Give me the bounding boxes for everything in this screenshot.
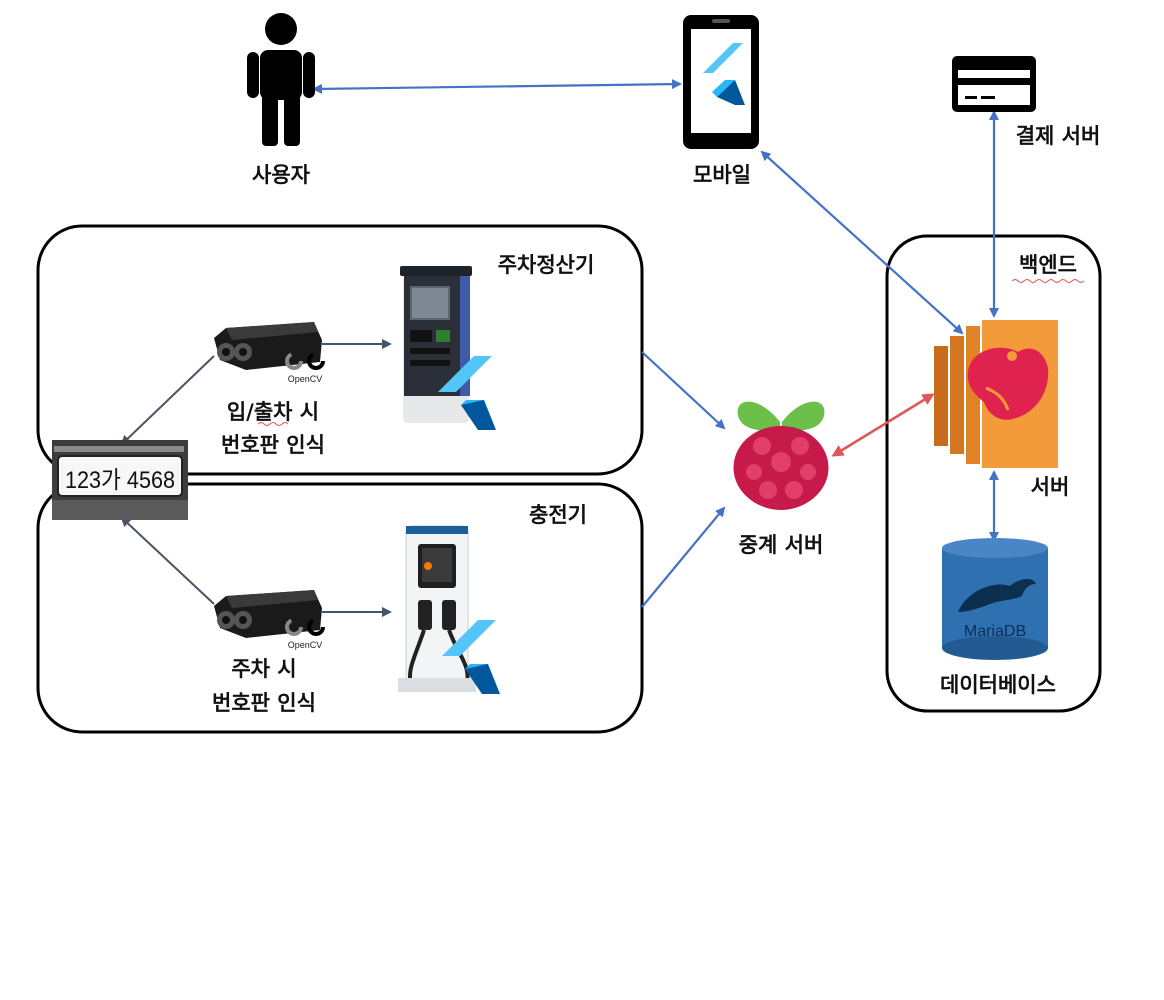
charger-group-box: [36, 482, 644, 734]
spellcheck-underline: [1011, 279, 1085, 283]
camera-icon: [214, 322, 322, 370]
raspberry-pi-logo: [733, 401, 829, 510]
pay-station-group-box: [36, 224, 644, 476]
charger-relay-arrow: [641, 506, 726, 608]
flutter-logo: [438, 356, 496, 430]
aws-server-icon: [934, 320, 1058, 468]
smartphone-icon: [683, 15, 759, 149]
license-plate-image: 123가 4568: [52, 440, 188, 520]
paystation-relay-arrow: [641, 351, 726, 430]
camera1-plate-arrow: [120, 355, 215, 446]
backend-label: 백엔드: [1019, 253, 1077, 277]
database-label: 데이터베이스: [940, 673, 1056, 697]
entry-exit-caption-line2: 번호판 인식: [221, 433, 325, 457]
opencv-logo: OpenCV: [285, 352, 325, 384]
credit-card-icon: [952, 56, 1036, 112]
entry-exit-caption-line1: 입/출차 시: [227, 400, 319, 424]
payment-server-label: 결제 서버: [1016, 124, 1101, 148]
camera2-plate-arrow: [120, 516, 215, 605]
flutter-logo: [703, 43, 745, 105]
ev-charger-image: [398, 525, 476, 692]
opencv-label: OpenCV: [288, 374, 323, 384]
user-mobile-arrow: [312, 79, 682, 94]
relay-server-arrow: [831, 393, 935, 457]
parking-kiosk-image: [400, 266, 472, 423]
user-label: 사용자: [252, 163, 311, 187]
parking-caption-line1: 주차 시: [231, 657, 296, 681]
mobile-label: 모바일: [693, 163, 751, 187]
pay-station-group-label: 주차정산기: [498, 253, 595, 277]
opencv-label: OpenCV: [288, 640, 323, 650]
opencv-logo: OpenCV: [285, 618, 325, 650]
flutter-logo: [442, 620, 500, 694]
charger-group-label: 충전기: [529, 503, 587, 527]
camera-icon: [214, 590, 322, 638]
nestjs-logo: [967, 347, 1049, 420]
mobile-server-arrow: [760, 150, 964, 335]
plate-number: 123가 4568: [65, 467, 175, 494]
spellcheck-underline: [257, 422, 289, 426]
mariadb-logo-text: MariaDB: [964, 623, 1026, 640]
mariadb-logo: MariaDB: [942, 538, 1048, 660]
parking-caption-line2: 번호판 인식: [212, 691, 316, 715]
person-icon: [247, 13, 315, 146]
server-label: 서버: [1031, 475, 1070, 499]
relay-server-label: 중계 서버: [739, 533, 824, 557]
